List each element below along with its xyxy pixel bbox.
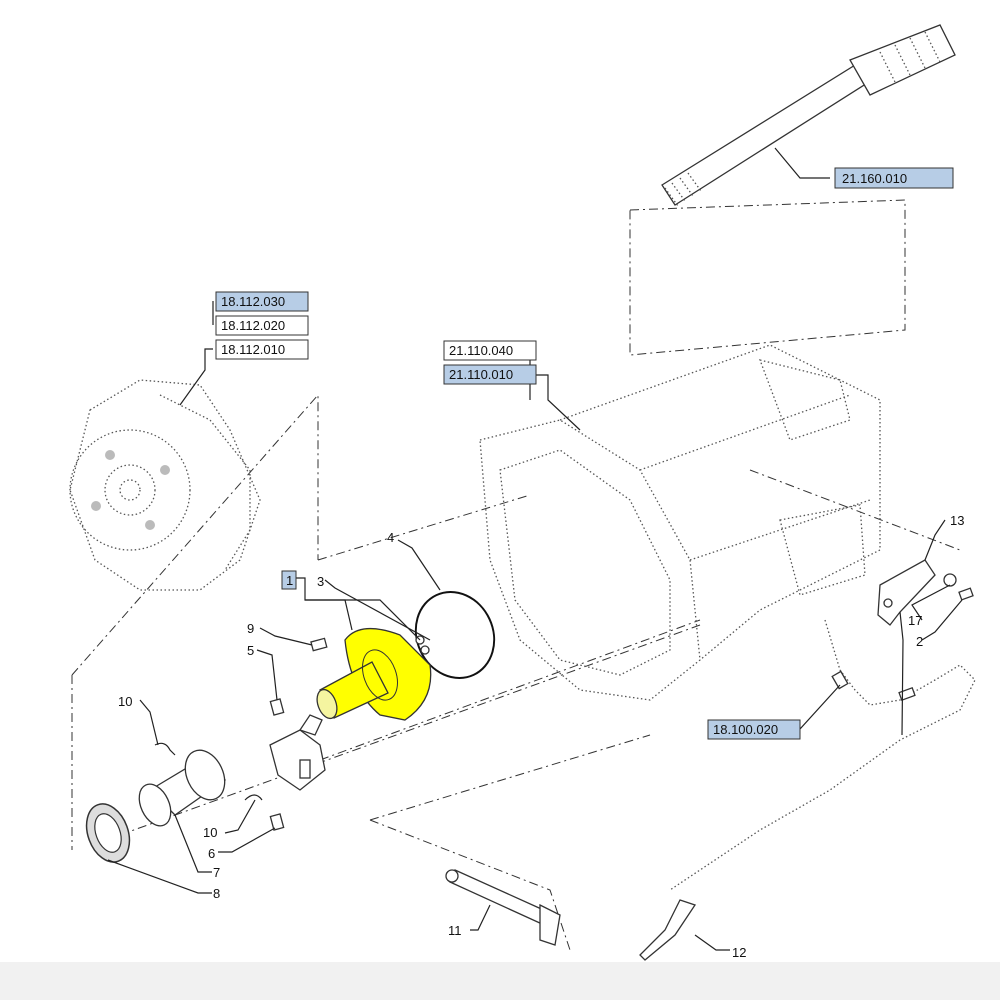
small-hardware [154, 637, 328, 831]
callout-10-upper: 10 [118, 694, 132, 709]
ref-box-21-110-040[interactable]: 21.110.040 [443, 340, 537, 361]
callout-6: 6 [208, 846, 215, 861]
svg-text:18.112.030: 18.112.030 [221, 294, 285, 309]
release-bearing-carrier [138, 749, 227, 827]
ref-box-18-100-020[interactable]: 18.100.020 [707, 719, 801, 740]
callout-11: 11 [448, 923, 462, 938]
callout-17: 17 [908, 613, 922, 628]
callout-9: 9 [247, 621, 254, 636]
svg-text:1: 1 [286, 573, 293, 588]
svg-text:21.160.010: 21.160.010 [842, 171, 907, 186]
sensor-cable [669, 619, 976, 891]
clutch-assembly [69, 379, 261, 591]
ref-box-18-112-020[interactable]: 18.112.020 [215, 315, 309, 336]
ref-box-18-112-030[interactable]: 18.112.030 [215, 291, 309, 312]
cross-shaft [445, 869, 561, 946]
callout-1[interactable]: 1 [281, 570, 297, 590]
svg-text:18.112.010: 18.112.010 [221, 342, 285, 357]
svg-text:18.100.020: 18.100.020 [713, 722, 778, 737]
footer-bar [0, 962, 1000, 1000]
assembly-lines [71, 199, 961, 951]
ref-box-18-112-010[interactable]: 18.112.010 [215, 339, 309, 360]
bracket [877, 559, 974, 626]
release-fork [269, 698, 326, 791]
callout-3: 3 [317, 574, 324, 589]
callout-12: 12 [732, 945, 746, 960]
svg-text:21.110.040: 21.110.040 [449, 343, 513, 358]
ref-box-21-110-010[interactable]: 21.110.010 [443, 364, 537, 385]
ref-box-21-160-010[interactable]: 21.160.010 [834, 167, 954, 189]
seal [85, 803, 131, 863]
svg-text:21.110.010: 21.110.010 [449, 367, 513, 382]
output-shaft [661, 24, 956, 207]
callout-7: 7 [213, 865, 220, 880]
callout-13: 13 [950, 513, 964, 528]
callout-8: 8 [213, 886, 220, 901]
callout-10-lower: 10 [203, 825, 217, 840]
svg-text:18.112.020: 18.112.020 [221, 318, 285, 333]
highlighted-guide-sleeve [316, 628, 432, 721]
leader-lines [107, 147, 963, 951]
callout-2: 2 [916, 634, 923, 649]
callout-5: 5 [247, 643, 254, 658]
lever [639, 899, 697, 961]
transmission-housing [479, 344, 881, 701]
callout-4: 4 [387, 530, 394, 545]
